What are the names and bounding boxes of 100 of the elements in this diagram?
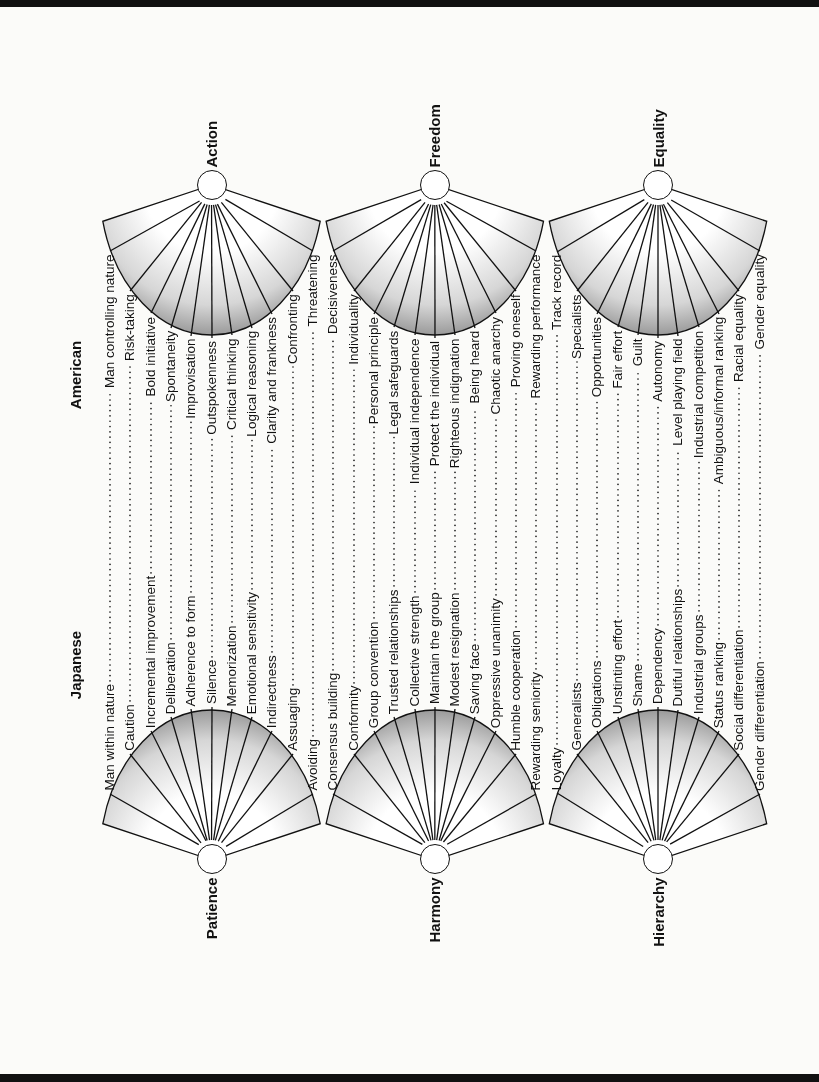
value-term: Industrial competition [689, 330, 708, 459]
value-term: Improvisation [182, 338, 201, 419]
spoke-line [440, 203, 497, 314]
spoke-line [210, 706, 213, 841]
value-term: Being heard [466, 330, 485, 404]
value-term: Modest resignation [446, 592, 465, 707]
value-term: Group convention [364, 621, 383, 729]
value-hub: Freedom [418, 104, 451, 201]
value-term: Clarity and frankness [263, 316, 282, 444]
value-term: Avoiding [304, 739, 322, 791]
spoke-line [434, 204, 436, 339]
value-term: Oppressive unanimity [486, 598, 505, 729]
value-term: Caution [121, 704, 140, 751]
spoke-line [224, 198, 314, 252]
spoke-line [414, 708, 434, 841]
value-term: Status ranking [710, 641, 728, 729]
dotted-leader [353, 367, 355, 684]
spoke-line [217, 730, 273, 842]
column-heading: American [66, 340, 85, 410]
spoke-line [442, 753, 517, 843]
spoke-line [190, 708, 211, 841]
value-term: Rewarding seniority [527, 672, 546, 791]
value-term: Bold initiative [141, 316, 160, 397]
spoke-line [596, 203, 652, 315]
value-term: Shame [628, 663, 647, 707]
value-term: Loyalty [547, 747, 566, 791]
spoke-line [661, 716, 700, 842]
spoke-line [556, 792, 644, 848]
column-heading: Japanese [66, 630, 85, 700]
value-hub: Hierarchy [642, 844, 674, 947]
value-term: Specialists [567, 294, 586, 359]
spoke-line [225, 793, 314, 847]
spoke-line [129, 753, 202, 844]
value-term: Chaotic anarchy [486, 316, 505, 415]
spoke-line [393, 203, 432, 328]
value-term: Emotional sensitivity [243, 591, 262, 715]
spoke-line [665, 753, 740, 843]
spoke-line [666, 202, 740, 292]
value-term: Assuaging [283, 687, 302, 751]
spoke-line [657, 706, 659, 841]
value-term: Level playing field [669, 338, 688, 446]
dotted-leader [190, 421, 192, 593]
value-term: Individuality [344, 294, 363, 365]
dotted-leader [251, 439, 253, 590]
value-term: Individual independence [405, 338, 424, 485]
spoke-line [659, 709, 679, 841]
spoke-line [414, 204, 434, 336]
dotted-leader [576, 361, 578, 681]
spoke-line [556, 198, 645, 253]
dotted-leader [596, 399, 598, 658]
dotted-leader [170, 404, 172, 640]
value-term: Memorization [222, 625, 241, 707]
spoke-line [353, 753, 426, 844]
spoke-line [353, 201, 426, 292]
spoke-line [438, 203, 476, 329]
spoke-line [659, 204, 679, 337]
value-hub: Patience [195, 844, 228, 940]
value-term: Adherence to form [182, 595, 201, 707]
spoke-line [436, 708, 456, 841]
spoke-line [216, 203, 273, 315]
value-term: Personal principle [364, 316, 383, 425]
value-term: Man within nature [101, 684, 119, 791]
value-term: Logical reasoning [243, 330, 262, 437]
spoke-line [617, 203, 655, 328]
value-term: Unstinting effort [608, 619, 627, 715]
dotted-leader [698, 460, 700, 612]
dotted-leader [454, 470, 456, 590]
spoke-line [661, 204, 700, 328]
spoke-line [669, 793, 761, 845]
value-term: Dependency [649, 628, 668, 704]
value-term: Man controlling nature [101, 254, 119, 388]
spoke-line [210, 204, 213, 339]
spoke-line [663, 730, 720, 842]
spoke-line [109, 200, 201, 252]
dotted-leader [129, 363, 131, 702]
value-term: Track record [547, 254, 566, 330]
value-term: Consensus building [324, 672, 343, 791]
value-term: Conformity [344, 685, 363, 751]
value-term: Fair effort [608, 330, 627, 389]
value-term: Dutiful relationships [669, 588, 688, 707]
value-hub: Equality [642, 109, 674, 201]
value-term: Guilt [628, 338, 647, 367]
dotted-leader [657, 404, 659, 626]
spoke-line [662, 203, 720, 315]
spoke-line [190, 204, 211, 337]
value-term: Protect the individual [425, 341, 444, 467]
value-term: Legal safeguards [385, 330, 404, 435]
value-term: Opportunities [588, 316, 607, 398]
spoke-line [373, 203, 430, 315]
spoke-line [150, 730, 207, 842]
value-hub: Action [195, 120, 228, 201]
value-term: Silence [202, 659, 221, 704]
value-term: Proving oneself [507, 294, 525, 388]
value-term: Spontaneity [161, 330, 180, 403]
spoke-line [220, 753, 294, 844]
dotted-leader [292, 366, 294, 686]
spoke-line [332, 198, 422, 252]
spoke-line [617, 716, 655, 842]
spoke-line [332, 793, 423, 845]
spoke-line [212, 708, 233, 841]
